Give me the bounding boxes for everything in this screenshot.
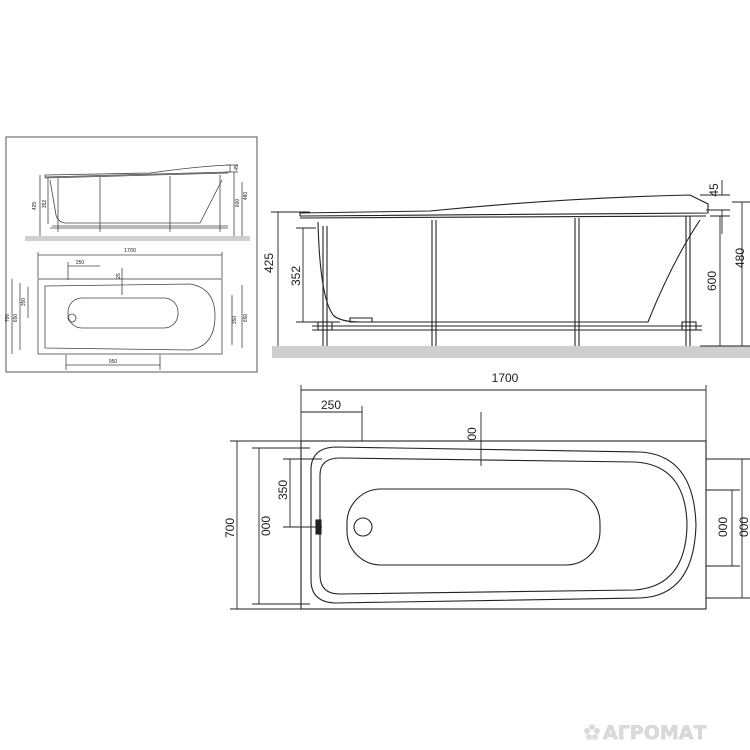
thumb-top-offset-left: 250 [76,260,85,266]
thumb-side-rim: 45 [234,165,240,171]
thumb-side-height-total: 425 [32,202,38,211]
tub-rim [299,194,709,217]
drain-icon [353,517,373,537]
top-right-b: 000 [737,517,750,537]
top-right-a: 000 [716,517,730,537]
side-view: 425 352 45 600 480 [262,180,750,358]
watermark-text: АГРОМАТ [603,722,707,744]
top-inner-a: 000 [259,516,273,536]
top-view: 1700 250 00 700 000 350 000 000 [223,371,750,610]
thumb-top-bottom: 950 [109,359,118,365]
thumbnail-top-view [11,252,243,370]
tub-outline [300,440,707,610]
thumbnail-panel: 425 352 45 600 480 1700 250 25 [5,136,258,373]
top-inner-b: 350 [276,480,290,500]
thumb-top-inner-a: 650 [13,314,19,323]
thumb-top-length: 1700 [124,248,136,254]
side-height-b: 480 [733,248,747,268]
tub-basin [317,219,701,323]
side-inner-depth: 352 [289,266,303,286]
thumbnail-side-view [25,164,250,241]
top-length: 1700 [492,371,519,385]
thumb-side-height-b: 480 [243,192,249,201]
tub-bottom-area [346,488,601,566]
top-width: 700 [223,518,237,538]
watermark: АГРОМАТ [584,722,707,744]
floor-strip [272,346,750,358]
side-height-a: 600 [705,271,719,291]
thumb-top-drain: 25 [116,273,122,279]
thumb-top-right-a: 350 [232,316,238,325]
top-center-mark: 00 [465,427,479,441]
side-height-total: 425 [262,253,276,273]
top-offset-left: 250 [321,398,341,412]
thumb-top-right-b: 650 [243,314,249,323]
thumb-top-inner-b: 350 [21,298,27,307]
thumb-side-inner-depth: 352 [42,200,48,209]
flower-logo-icon [584,724,600,740]
thumb-side-height-a: 600 [235,199,241,208]
tub-inner-lip [310,446,697,604]
thumb-top-width: 700 [5,314,11,323]
side-rim-height: 45 [707,183,721,197]
